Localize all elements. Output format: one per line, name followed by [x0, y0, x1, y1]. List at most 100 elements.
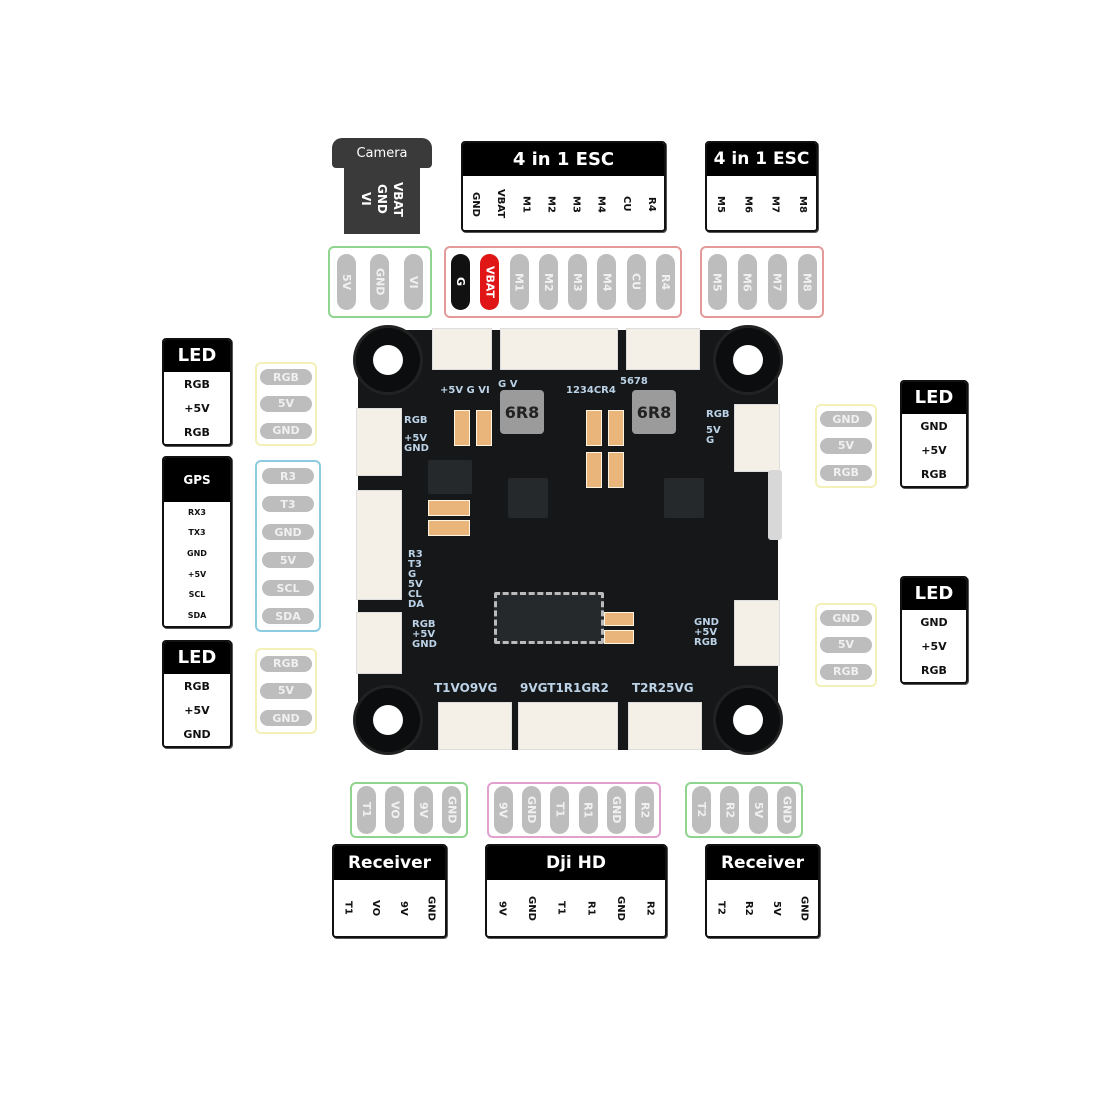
esc1-pin-label: VBAT: [495, 189, 507, 219]
capacitor: [604, 630, 634, 644]
silk-top-right: 5678: [620, 376, 648, 387]
led-left-bottom-board-pin: 5V: [260, 682, 312, 699]
led-left-top-pin-label: RGB: [184, 425, 210, 439]
esc2-board-pin: M7: [767, 254, 787, 310]
led-left-top-board-pin: GND: [260, 422, 312, 439]
dji-hd-board-pin: R1: [578, 786, 598, 834]
receiver2-label-box: Receiver T2 R2 5V GND: [705, 844, 820, 938]
regulator-chip: [428, 460, 472, 494]
receiver2-pin-label: T2: [715, 901, 727, 915]
capacitor: [428, 500, 470, 516]
esc1-board-pin: M1: [509, 254, 529, 310]
gps-pin-label: TX3: [188, 528, 206, 538]
silk-label: G: [706, 435, 715, 446]
silk-right-led-bottom: GND +5V RGB: [694, 618, 719, 648]
led-right-bottom-pin-group: GND 5V RGB: [815, 603, 877, 687]
led-right-bottom-pin-label: +5V: [921, 639, 947, 653]
gps-board-pin: SCL: [262, 580, 314, 596]
esc2-pin-label: M8: [796, 195, 808, 213]
gps-label-box: GPS RX3 TX3 GND +5V SCL SDA: [162, 456, 232, 628]
camera-board-pin: GND: [370, 254, 390, 310]
led-right-bottom-title: LED: [902, 578, 966, 610]
led-right-top-pin-label: GND: [920, 419, 948, 433]
receiver2-connector: [628, 702, 702, 750]
camera-label-body: VBAT GND VI: [344, 164, 420, 234]
flight-controller-board: 6R8 6R8 +5V G VI G V 1234CR4 5678 RGB +5…: [356, 328, 782, 752]
esc2-pin-label: M5: [715, 195, 727, 213]
inductor: 6R8: [632, 390, 676, 434]
camera-label-cap: Camera: [332, 138, 432, 168]
camera-pin-label: GND: [375, 184, 389, 214]
dji-hd-board-pin: R2: [635, 786, 655, 834]
led-left-bottom-pin-group: RGB 5V GND: [255, 648, 317, 734]
esc2-pin-label: M7: [769, 195, 781, 213]
led-left-top-connector: [356, 408, 402, 476]
led-right-bottom-pin-label: GND: [920, 615, 948, 629]
receiver2-board-pin: GND: [777, 786, 797, 834]
silk-label: 5V: [408, 579, 423, 590]
dji-hd-pin-label: GND: [525, 895, 537, 921]
silk-label: RGB: [404, 415, 428, 426]
dji-hd-title: Dji HD: [487, 846, 665, 880]
gps-pin-label: SCL: [188, 590, 206, 600]
receiver1-board-pin: 9V: [413, 786, 433, 834]
dji-hd-pin-label: GND: [614, 895, 626, 921]
led-right-bottom-label-box: LED GND +5V RGB: [900, 576, 968, 684]
receiver2-pin-label: GND: [798, 895, 810, 921]
led-right-top-board-pin: RGB: [820, 464, 872, 481]
led-left-top-label-box: LED RGB +5V RGB: [162, 338, 232, 446]
camera-board-pin: 5V: [337, 254, 357, 310]
esc2-pin-label: M6: [742, 195, 754, 213]
receiver2-pin-group: T2 R2 5V GND: [685, 782, 803, 838]
capacitor: [586, 452, 602, 488]
esc2-connector: [626, 328, 700, 370]
esc1-board-pin-vbat: VBAT: [480, 254, 500, 310]
receiver1-pin-label: GND: [425, 895, 437, 921]
mounting-hole: [716, 688, 780, 752]
esc1-board-pin: CU: [626, 254, 646, 310]
dji-hd-pin-label: T1: [555, 901, 567, 915]
led-left-top-pin-label: RGB: [184, 377, 210, 391]
esc2-board-pin: M8: [797, 254, 817, 310]
silk-left-gps: R3 T3 G 5V CL DA: [408, 550, 424, 610]
led-left-bottom-board-pin: RGB: [260, 655, 312, 672]
receiver2-pin-label: 5V: [770, 900, 782, 916]
silk-top-gv: G V: [498, 379, 518, 390]
silk-label: +5V: [694, 627, 718, 638]
receiver1-pin-label: 9V: [397, 900, 409, 916]
capacitor: [476, 410, 492, 446]
esc1-pin-label: GND: [470, 191, 482, 217]
silk-label: RGB: [412, 619, 436, 630]
dji-hd-pin-label: 9V: [496, 900, 508, 916]
silk-label: RGB: [706, 409, 730, 420]
inductor-label: 6R8: [636, 402, 672, 422]
led-right-bottom-connector: [734, 600, 780, 666]
led-left-top-board-pin: 5V: [260, 395, 312, 412]
receiver1-pin-group: T1 VO 9V GND: [350, 782, 468, 838]
gps-connector: [356, 490, 402, 600]
gps-pin-group: R3 T3 GND 5V SCL SDA: [255, 460, 321, 632]
silk-label: RGB: [694, 637, 718, 648]
capacitor: [454, 410, 470, 446]
esc1-pin-label: M1: [520, 195, 532, 213]
silk-label: +5V: [412, 629, 436, 640]
silk-left-led-bottom: RGB +5V GND: [412, 620, 437, 650]
silk-label: DA: [408, 599, 425, 610]
mounting-hole: [356, 328, 420, 392]
silk-label: GND: [404, 443, 429, 454]
receiver1-board-pin: VO: [385, 786, 405, 834]
led-right-bottom-board-pin: GND: [820, 610, 872, 627]
receiver2-board-pin: R2: [720, 786, 740, 834]
led-left-top-pin-label: +5V: [184, 401, 210, 415]
esc1-title: 4 in 1 ESC: [463, 143, 664, 176]
camera-connector: [432, 328, 492, 370]
esc1-board-pin: M2: [538, 254, 558, 310]
silk-label: G: [408, 569, 417, 580]
led-left-bottom-title: LED: [164, 642, 230, 674]
silk-bottom-mid: 9VGT1R1GR2: [520, 681, 609, 695]
led-left-bottom-connector: [356, 612, 402, 674]
led-left-top-title: LED: [164, 340, 230, 372]
esc1-board-pin-ground: G: [451, 254, 471, 310]
receiver1-board-pin: GND: [442, 786, 462, 834]
esc1-pin-label: CU: [620, 196, 632, 212]
